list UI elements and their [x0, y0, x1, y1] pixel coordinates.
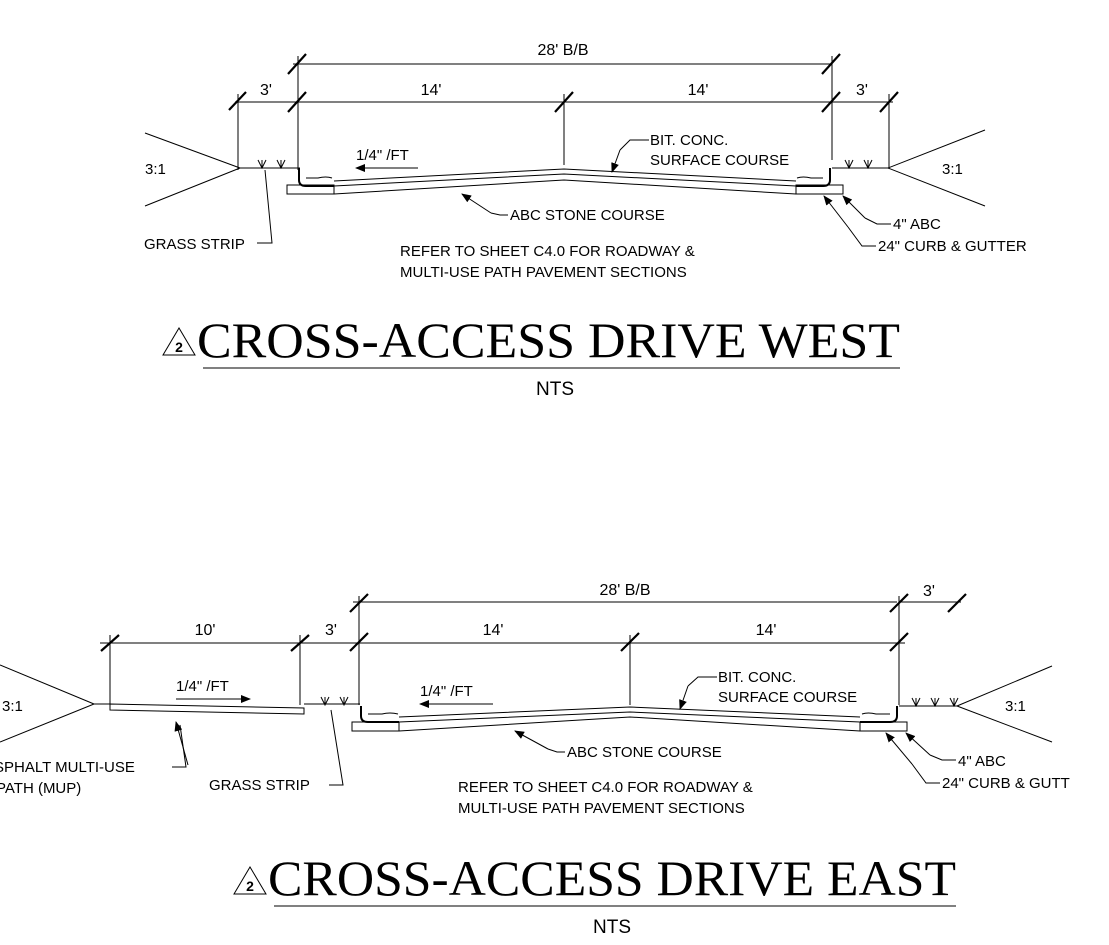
east-abc-leader: [547, 748, 565, 753]
east-surface-line2: SURFACE COURSE: [718, 689, 857, 706]
east-dim-right-lane: 14': [756, 622, 777, 639]
west-4abc-label: 4" ABC: [893, 216, 941, 233]
east-abc-stone-label: ABC STONE COURSE: [567, 744, 722, 761]
east-section: 28' B/B 10' 3' 14' 14' 3' 3:1 3:1 1/4" /…: [0, 582, 1070, 938]
east-title: CROSS-ACCESS DRIVE EAST: [268, 850, 956, 906]
west-dim-right-shoulder: 3': [856, 82, 868, 99]
west-dim-left-shoulder: 3': [260, 82, 272, 99]
east-revision-triangle: 2: [233, 866, 267, 895]
west-surface-line1: BIT. CONC.: [650, 132, 728, 149]
east-dim-overall: 28' B/B: [599, 582, 650, 599]
svg-text:2: 2: [175, 339, 183, 355]
east-curb-gutter-label: 24" CURB & GUTT: [942, 775, 1070, 792]
east-note-line1: REFER TO SHEET C4.0 FOR ROADWAY &: [458, 779, 753, 796]
east-slope-left-label: 3:1: [2, 698, 23, 715]
east-scale: NTS: [593, 917, 631, 938]
east-dim-left-lane: 14': [483, 622, 504, 639]
east-grass-symbols: [320, 696, 959, 708]
east-dim-right-shoulder: 3': [923, 583, 935, 600]
west-4abc-leader: [864, 217, 891, 225]
east-path-leader: [172, 724, 187, 768]
west-dim-overall: 28' B/B: [537, 42, 588, 59]
east-path-label-line2: PATH (MUP): [0, 780, 81, 797]
east-4abc-leader: [929, 754, 956, 761]
east-dim-left-shoulder: 3': [325, 622, 337, 639]
west-grass-leader: [257, 169, 273, 244]
west-curb-gutter-label: 24" CURB & GUTTER: [878, 238, 1027, 255]
west-revision-triangle: 2: [162, 327, 196, 356]
west-dim-left-lane: 14': [421, 82, 442, 99]
east-dim-path: 10': [195, 622, 216, 639]
west-pavement: [286, 168, 844, 195]
west-surface-line2: SURFACE COURSE: [650, 152, 789, 169]
west-title: CROSS-ACCESS DRIVE WEST: [197, 312, 900, 368]
east-note-line2: MULTI-USE PATH PAVEMENT SECTIONS: [458, 800, 745, 817]
east-surface-line1: BIT. CONC.: [718, 669, 796, 686]
west-surface-leader: [619, 139, 649, 151]
west-abc-leader: [490, 212, 508, 216]
west-note-line1: REFER TO SHEET C4.0 FOR ROADWAY &: [400, 243, 695, 260]
east-curb-leader: [911, 763, 940, 784]
svg-text:2: 2: [246, 878, 254, 894]
east-4abc-label: 4" ABC: [958, 753, 1006, 770]
west-dimension-lines: [228, 53, 899, 170]
west-curb-leader: [847, 226, 876, 247]
west-abc-stone-label: ABC STONE COURSE: [510, 207, 665, 224]
east-grass-strip-label: GRASS STRIP: [209, 777, 310, 794]
east-cross-slope-label: 1/4" /FT: [420, 683, 473, 700]
east-pavement: [351, 706, 908, 732]
west-section: 28' B/B 3' 14' 14' 3' 3:1 3:1: [144, 42, 1027, 400]
west-ground-profile: [144, 129, 986, 207]
west-scale: NTS: [536, 379, 574, 400]
west-slope-right-label: 3:1: [942, 161, 963, 178]
west-slope-left-label: 3:1: [145, 161, 166, 178]
east-multiuse-path: [109, 703, 305, 715]
east-slope-right-label: 3:1: [1005, 698, 1026, 715]
east-dimension-lines: [100, 593, 967, 705]
west-note-line2: MULTI-USE PATH PAVEMENT SECTIONS: [400, 264, 687, 281]
west-grass-symbols: [257, 159, 873, 170]
west-grass-strip-label: GRASS STRIP: [144, 236, 245, 253]
east-path-slope-label: 1/4" /FT: [176, 678, 229, 695]
east-ground-profile: [0, 664, 1053, 743]
east-surface-leader: [687, 676, 717, 687]
west-dim-right-lane: 14': [688, 82, 709, 99]
east-grass-leader: [329, 709, 344, 786]
east-path-label-line1: ASPHALT MULTI-USE: [0, 759, 135, 776]
west-cross-slope-label: 1/4" /FT: [356, 147, 409, 164]
